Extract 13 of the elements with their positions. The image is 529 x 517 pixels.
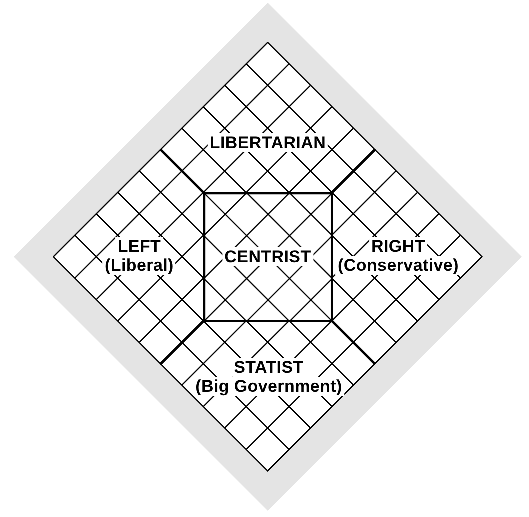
- region: [331, 149, 484, 365]
- region-title: RIGHT: [370, 236, 428, 256]
- center-square: [202, 192, 334, 322]
- region-subtitle: (Conservative): [336, 256, 461, 275]
- region-subtitle: (Big Government): [194, 376, 344, 396]
- region-subtitle: (Liberal): [103, 256, 176, 275]
- region-title: CENTRIST: [222, 247, 314, 266]
- region-title: LEFT: [116, 236, 164, 256]
- region: [160, 320, 376, 472]
- region-title: LIBERTARIAN: [208, 133, 328, 152]
- region: [160, 42, 376, 194]
- region: [52, 149, 205, 365]
- region-title: STATIST: [232, 358, 306, 377]
